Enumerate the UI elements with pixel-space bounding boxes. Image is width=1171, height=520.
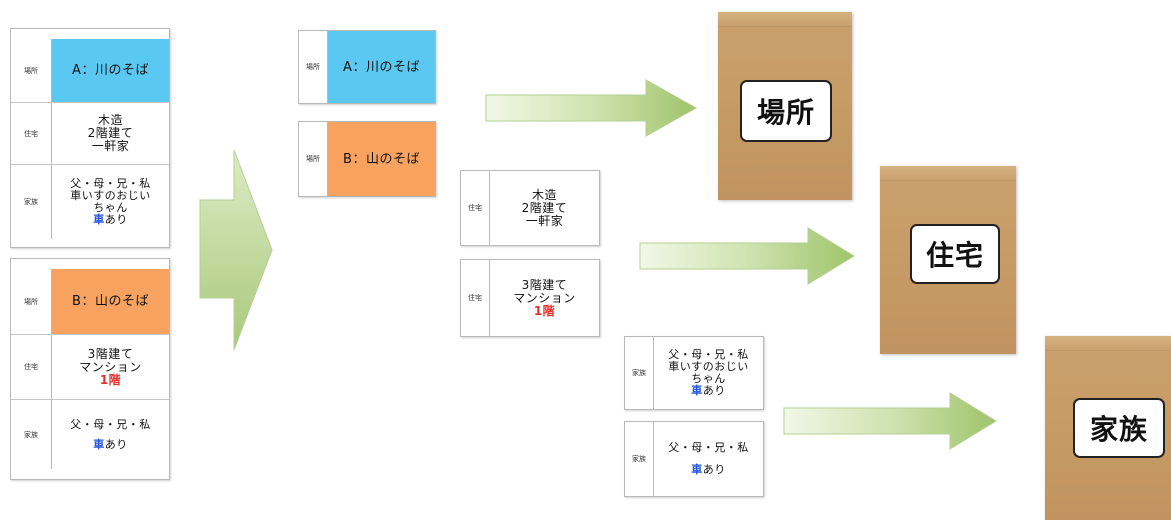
family-car-line: 車あり bbox=[93, 435, 128, 455]
family-line: 父・母・兄・私 bbox=[668, 348, 749, 361]
house-line: 木造 bbox=[531, 187, 557, 202]
house-line: 3階建て bbox=[521, 277, 568, 292]
car-rest: あり bbox=[702, 384, 726, 397]
house-line: 2階建て bbox=[87, 126, 134, 140]
house-card-a: 住宅 木造 2階建て 一軒家 bbox=[460, 170, 600, 246]
car-word: 車 bbox=[691, 384, 703, 397]
card-a-house: 木造 2階建て 一軒家 bbox=[52, 103, 169, 164]
arrow-to-place bbox=[485, 79, 698, 137]
place-label: 場所 bbox=[11, 269, 52, 334]
house-label: 住宅 bbox=[11, 335, 52, 399]
card-b-place: B：山のそば bbox=[52, 269, 169, 334]
car-word: 車 bbox=[691, 463, 703, 476]
house-line: 3階建て bbox=[87, 346, 134, 361]
card-a-place: A：川のそば bbox=[52, 39, 169, 102]
family-car-line: 車あり bbox=[691, 385, 726, 397]
arrow-to-house bbox=[639, 227, 855, 285]
house-line: 木造 bbox=[97, 113, 123, 127]
family-car-line: 車あり bbox=[93, 214, 128, 226]
envelope-house: 住宅 bbox=[880, 166, 1016, 354]
card-b-place-row: 場所 B：山のそば bbox=[11, 269, 169, 334]
place-label: 場所 bbox=[11, 39, 52, 102]
family-car-line: 車あり bbox=[691, 459, 726, 481]
place-label: 場所 bbox=[299, 122, 328, 196]
card-a-family: 父・母・兄・私 車いすのおじい ちゃん 車あり bbox=[52, 165, 169, 239]
place-card-b: 場所 B：山のそば bbox=[298, 121, 436, 197]
family-card-b-value: 父・母・兄・私 車あり bbox=[654, 422, 763, 496]
house-line: マンション bbox=[79, 359, 142, 374]
house-card-b: 住宅 3階建て マンション 1階 bbox=[460, 259, 600, 337]
card-a-family-row: 家族 父・母・兄・私 車いすのおじい ちゃん 車あり bbox=[11, 164, 169, 239]
house-line: マンション bbox=[513, 290, 576, 305]
card-b-house: 3階建て マンション 1階 bbox=[52, 335, 169, 399]
house-line: 一軒家 bbox=[525, 213, 564, 228]
car-rest: あり bbox=[104, 437, 128, 451]
place-card-a-value: A：川のそば bbox=[328, 31, 435, 103]
floor-text: 1階 bbox=[533, 303, 556, 318]
envelope-house-label: 住宅 bbox=[910, 224, 1000, 284]
place-label: 場所 bbox=[299, 31, 328, 103]
car-word: 車 bbox=[93, 437, 105, 451]
floor-text: 1階 bbox=[99, 372, 122, 387]
arrow-to-family bbox=[783, 392, 997, 450]
envelope-place: 場所 bbox=[718, 12, 852, 200]
place-card-a: 場所 A：川のそば bbox=[298, 30, 436, 104]
family-line: 父・母・兄・私 bbox=[70, 177, 151, 190]
card-b-family-row: 家族 父・母・兄・私 車あり bbox=[11, 399, 169, 469]
big-arrow bbox=[199, 149, 273, 351]
envelope-family-label: 家族 bbox=[1073, 398, 1165, 458]
family-label: 家族 bbox=[11, 165, 52, 239]
car-word: 車 bbox=[93, 213, 105, 226]
family-line: 父・母・兄・私 bbox=[668, 441, 749, 454]
family-card-a-value: 父・母・兄・私 車いすのおじい ちゃん 車あり bbox=[654, 337, 763, 409]
card-b-family: 父・母・兄・私 車あり bbox=[52, 400, 169, 469]
car-rest: あり bbox=[702, 463, 726, 476]
car-rest: あり bbox=[104, 213, 128, 226]
place-card-b-value: B：山のそば bbox=[328, 122, 435, 196]
house-line: 一軒家 bbox=[91, 139, 130, 153]
house-card-b-value: 3階建て マンション 1階 bbox=[490, 260, 599, 336]
envelope-place-label: 場所 bbox=[740, 80, 832, 142]
card-b: 場所 B：山のそば 住宅 3階建て マンション 1階 家族 父・母・兄・私 車あ… bbox=[10, 258, 170, 480]
family-label: 家族 bbox=[625, 422, 654, 496]
family-card-b: 家族 父・母・兄・私 車あり bbox=[624, 421, 764, 497]
house-label: 住宅 bbox=[461, 171, 490, 245]
family-line: 車いすのおじい bbox=[668, 360, 749, 373]
house-label: 住宅 bbox=[461, 260, 490, 336]
family-label: 家族 bbox=[625, 337, 654, 409]
house-card-a-value: 木造 2階建て 一軒家 bbox=[490, 171, 599, 245]
family-line: ちゃん bbox=[691, 372, 726, 385]
card-a-house-row: 住宅 木造 2階建て 一軒家 bbox=[11, 102, 169, 164]
card-b-house-row: 住宅 3階建て マンション 1階 bbox=[11, 334, 169, 399]
family-line: 車いすのおじい bbox=[70, 189, 151, 202]
family-line: ちゃん bbox=[93, 201, 128, 214]
family-line: 父・母・兄・私 bbox=[70, 417, 151, 431]
family-card-a: 家族 父・母・兄・私 車いすのおじい ちゃん 車あり bbox=[624, 336, 764, 410]
card-a: 場所 A：川のそば 住宅 木造 2階建て 一軒家 家族 父・母・兄・私 車いすの… bbox=[10, 28, 170, 248]
envelope-family: 家族 bbox=[1045, 336, 1171, 520]
house-line: 2階建て bbox=[521, 200, 568, 215]
house-label: 住宅 bbox=[11, 103, 52, 164]
family-label: 家族 bbox=[11, 400, 52, 469]
card-a-place-row: 場所 A：川のそば bbox=[11, 39, 169, 102]
